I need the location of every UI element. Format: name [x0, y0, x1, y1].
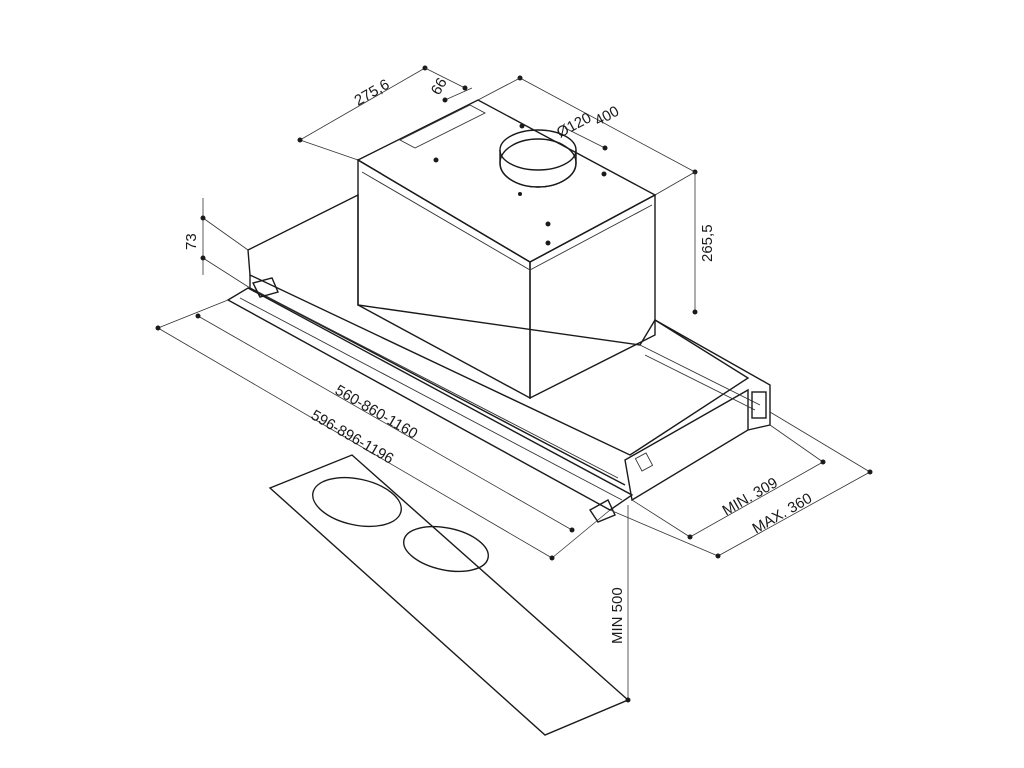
- motor-box-rear-flange: [399, 104, 486, 149]
- hood-rail-1: [639, 344, 761, 406]
- screw-1: [433, 157, 439, 163]
- burner-left: [312, 476, 402, 528]
- hood-panel-inner-edge: [257, 291, 619, 479]
- dimension-labels: 275,6 66 Ø120 400 265,5 73 560-860-1160 …: [183, 75, 815, 644]
- motor-box-front: [357, 158, 531, 400]
- screw-4: [545, 221, 551, 227]
- dim-line-depth-max: [609, 509, 719, 557]
- motor-box: [356, 99, 657, 400]
- dim-line-width-inner: [197, 315, 573, 531]
- cooktop-outline: [268, 454, 630, 736]
- hood-bracket-right: [751, 391, 767, 419]
- label-height-panel: 73: [183, 233, 200, 250]
- hood-rail-2: [644, 354, 756, 411]
- label-clearance: MIN 500: [609, 587, 626, 644]
- screw-5: [545, 240, 551, 246]
- hood-side-frame: [624, 388, 749, 502]
- dim-line-width-outer: [157, 327, 553, 559]
- label-offset: 66: [428, 75, 451, 98]
- hood-visor-clip-right: [588, 499, 616, 523]
- motor-box-side: [529, 193, 656, 400]
- screw-3: [601, 171, 607, 177]
- dim-line-offset: [424, 67, 466, 89]
- hood-visor-line: [239, 297, 623, 501]
- cooktop: [268, 454, 630, 736]
- label-width-top: 400: [592, 103, 622, 130]
- dim-line-diameter: [564, 127, 606, 149]
- duct-collar-wall: [499, 150, 577, 188]
- duct-collar-top: [499, 129, 577, 171]
- hood-body: [226, 193, 771, 523]
- hood-visor: [226, 287, 634, 511]
- screw-6: [518, 192, 522, 196]
- dim-line-depth-min: [631, 499, 691, 538]
- motor-box-lip: [361, 171, 653, 271]
- hood-connector: [634, 452, 654, 472]
- burner-right: [403, 525, 489, 573]
- dim-line-depth-top: [299, 67, 426, 141]
- screw-2: [519, 123, 525, 129]
- hood-visor-clip-left: [251, 277, 279, 298]
- label-height-box: 265,5: [699, 224, 716, 262]
- motor-box-top: [356, 99, 657, 263]
- dim-line-width-top: [519, 77, 696, 173]
- label-diameter: Ø120: [554, 109, 594, 141]
- hood-rear-frame: [654, 319, 771, 431]
- label-depth-top: 275,6: [352, 76, 393, 109]
- dimension-lines: [155, 65, 873, 703]
